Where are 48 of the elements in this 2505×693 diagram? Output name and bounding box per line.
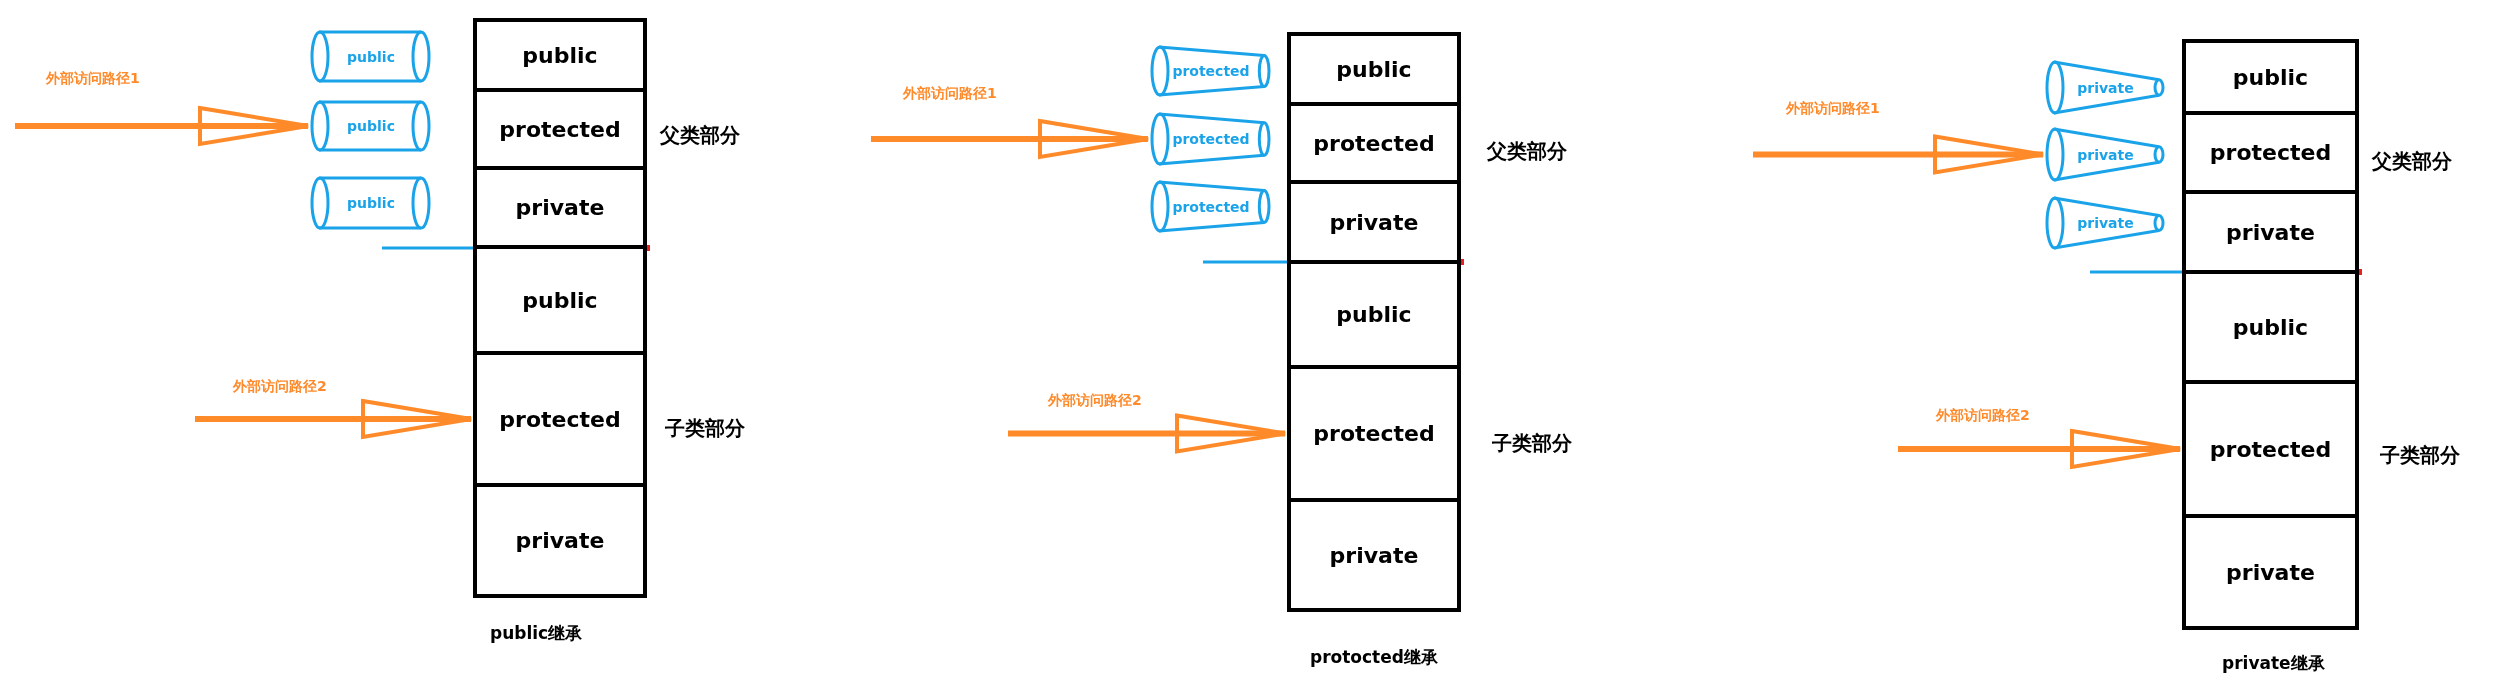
member-text: public — [522, 42, 598, 68]
member-text: protected — [1172, 198, 1250, 215]
block-arrow — [1753, 134, 2045, 175]
member-text: private — [1329, 209, 1419, 235]
member-text: protected — [1313, 421, 1435, 446]
edge-label: 外部访问路径2 — [1936, 407, 2030, 425]
member-text: public — [522, 287, 598, 313]
member-text: protected — [1313, 130, 1435, 156]
edge-label: 外部访问路径2 — [233, 378, 327, 396]
member-text: protected — [499, 406, 621, 432]
block-arrow — [1898, 429, 2182, 469]
edge-label: 外部访问路径1 — [1786, 99, 1880, 118]
block-arrow — [195, 399, 473, 439]
section-label: 子类部分 — [1492, 430, 1572, 457]
member-text: public — [347, 118, 395, 134]
member-text: private — [2077, 146, 2134, 163]
member-text: public — [2232, 314, 2309, 340]
section-label: 父类部分 — [1487, 138, 1567, 165]
member-text: protected — [499, 116, 621, 142]
section-label: 子类部分 — [2380, 442, 2460, 469]
section-label: 父类部分 — [660, 122, 740, 149]
member-text: public — [347, 48, 395, 65]
member-text: private — [515, 195, 605, 220]
section-label: 父类部分 — [2372, 148, 2452, 175]
block-arrow — [871, 119, 1150, 159]
member-text: private — [2226, 219, 2315, 245]
member-text: protected — [2209, 436, 2332, 462]
member-text: protected — [1172, 131, 1250, 147]
block-arrow — [1008, 413, 1287, 454]
member-text: private — [2077, 79, 2134, 96]
member-text: public — [1336, 56, 1412, 82]
member-text: protected — [2209, 140, 2332, 165]
edge-label: 外部访问路径1 — [903, 85, 997, 103]
caption: private继承 — [2222, 652, 2325, 675]
member-text: public — [1336, 302, 1412, 327]
member-text: private — [2226, 559, 2315, 585]
member-text: private — [2077, 215, 2134, 231]
section-label: 子类部分 — [665, 415, 745, 442]
member-text: private — [515, 528, 605, 553]
edge-label: 外部访问路径2 — [1048, 391, 1142, 410]
edge-label: 外部访问路径1 — [46, 70, 140, 88]
member-text: protected — [1172, 63, 1250, 79]
member-text: public — [347, 195, 395, 211]
caption: public继承 — [490, 622, 583, 645]
member-text: public — [2232, 64, 2309, 90]
block-arrow — [15, 106, 310, 146]
caption: protocted继承 — [1310, 646, 1438, 669]
member-text: private — [1329, 542, 1419, 568]
